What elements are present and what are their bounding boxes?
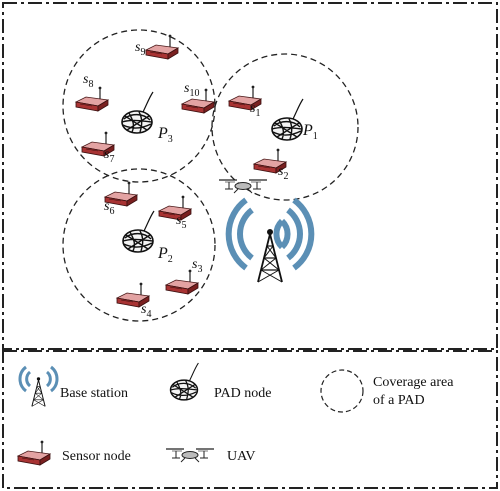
sensor-node-s5: s5 [158,195,192,231]
legend-coverage-label-1: Coverage area [373,375,454,390]
legend-frame [2,350,498,489]
svg-text:s4: s4 [141,302,151,320]
sensor-node-s3: s3 [165,257,202,295]
sensor-node-s2: s2 [253,148,288,182]
sensor-node-s7: s7 [81,131,115,165]
legend-base-station-label: Base station [60,386,128,401]
pad-node-p1: P1 [271,98,318,142]
legend-sensor-node: Sensor node [17,440,131,466]
uav-icon [218,179,268,194]
pad-node-p3: P3 [121,91,173,145]
base-station-icon [225,197,315,283]
pad-node-p2: P2 [122,210,173,265]
legend-coverage: Coverage area of a PAD [320,369,454,413]
legend-sensor-node-label: Sensor node [62,449,131,464]
sensor-node-s10: s10 [181,81,215,114]
svg-text:s5: s5 [176,213,186,231]
legend-uav: UAV [165,448,256,464]
svg-text:P2: P2 [157,245,173,265]
legend-pad-node-label: PAD node [214,386,271,401]
svg-text:s1: s1 [250,101,260,119]
sensor-node-s1: s1 [228,84,262,119]
legend-coverage-label-2: of a PAD [373,393,425,408]
sensor-node-s4: s4 [116,282,151,320]
svg-text:s6: s6 [104,199,114,217]
svg-text:s3: s3 [192,257,202,275]
svg-text:s8: s8 [83,72,93,90]
diagram-frame [2,2,498,350]
svg-text:s7: s7 [104,147,114,165]
svg-text:P3: P3 [157,125,173,145]
legend-pad-node: PAD node [169,362,271,401]
svg-text:s9: s9 [135,40,145,58]
coverage-circle-p2 [62,168,216,322]
svg-text:P1: P1 [302,122,318,142]
sensor-node-s6: s6 [104,181,138,217]
sensor-node-s8: s8 [75,72,109,112]
legend-base-station: Base station [18,365,128,407]
sensor-node-s9: s9 [135,33,179,60]
svg-text:s10: s10 [184,81,199,99]
legend-uav-label: UAV [227,449,256,464]
coverage-circle-p1 [211,53,359,201]
svg-text:s2: s2 [278,164,288,182]
